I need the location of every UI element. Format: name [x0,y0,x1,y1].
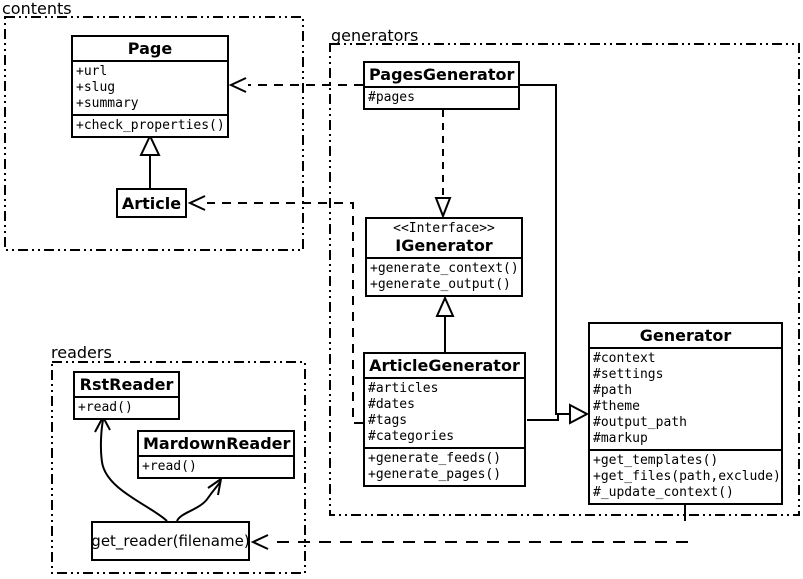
page-inheritance-triangle-icon [139,133,161,156]
igenerator-inheritance-triangle-icon [435,295,455,317]
class-title-mardownreader: MardownReader [139,432,293,457]
attribute-row: #settings [593,367,664,382]
function-box-get-reader: get_reader(filename) [91,521,250,561]
attribute-row: #theme [593,399,640,414]
class-methods-igenerator: +generate_context()+generate_output() [367,259,521,295]
attribute-row: +slug [76,80,116,95]
attribute-row: #tags [368,413,408,428]
generators-package-label: generators [331,26,419,45]
class-title-pagesgenerator: PagesGenerator [365,63,518,88]
method-row: +generate_context() [370,261,519,276]
articlegenerator-to-article-dependency-line [207,202,363,424]
getreader-dependency-arrowhead-icon [250,534,269,550]
class-title-article: Article [121,193,182,213]
attribute-row: #pages [368,90,415,105]
class-box-pagesgenerator: PagesGenerator #pages [363,61,520,110]
articlegenerator-to-generator-inheritance-line [527,414,559,421]
readers-package-label: readers [51,343,112,362]
class-title-articlegenerator: ArticleGenerator [365,354,524,379]
class-title-igenerator-name: IGenerator [395,236,493,255]
method-row: +generate_pages() [368,467,502,482]
attribute-row: #output_path [593,415,687,430]
class-methods-page: +check_properties() [73,114,227,136]
getreader-to-mardownreader-curve [176,481,221,522]
class-title-page: Page [73,37,227,62]
class-box-rstreader: RstReader +read() [73,371,180,420]
contents-package-border [4,16,304,251]
pagesgenerator-to-generator-inheritance-line [519,84,570,415]
contents-package-label: contents [2,0,72,18]
page-dependency-arrowhead-icon [228,77,247,93]
class-methods-generator: +get_templates()+get_files(path,exclude)… [590,449,781,503]
igenerator-realization-triangle-icon [434,197,452,219]
class-methods-mardownreader: +read() [139,457,293,477]
class-box-generator: Generator #context#settings#path#theme#o… [588,322,783,505]
class-attributes-page: +url+slug+summary [73,62,227,114]
attribute-row: #dates [368,397,415,412]
class-methods-rstreader: +read() [75,398,178,418]
method-row: +check_properties() [76,118,225,133]
class-attributes-generator: #context#settings#path#theme#output_path… [590,349,781,449]
class-methods-articlegenerator: +generate_feeds()+generate_pages() [365,447,524,485]
method-row: +get_files(path,exclude) [593,469,781,484]
method-row: #_update_context() [593,485,734,500]
attribute-row: #categories [368,429,455,444]
attribute-row: #context [593,351,656,366]
attribute-row: +url [76,64,108,79]
generator-inheritance-triangle-icon [569,403,590,425]
attribute-row: #articles [368,381,439,396]
interface-stereotype: <<Interface>> [393,221,495,236]
class-box-articlegenerator: ArticleGenerator #articles#dates#tags#ca… [363,352,526,487]
method-row: +read() [142,459,197,474]
class-box-article: Article [116,188,187,218]
method-row: +get_templates() [593,453,719,468]
attribute-row: #path [593,383,633,398]
generators-package-border [329,43,800,516]
class-box-mardownreader: MardownReader +read() [137,430,295,479]
class-title-igenerator: <<Interface>> IGenerator [367,219,521,259]
class-attributes-pagesgenerator: #pages [365,88,518,108]
class-attributes-articlegenerator: #articles#dates#tags#categories [365,379,524,447]
class-box-igenerator: <<Interface>> IGenerator +generate_conte… [365,217,523,297]
method-row: +read() [78,400,133,415]
attribute-row: #markup [593,431,648,446]
class-box-page: Page +url+slug+summary +check_properties… [71,35,229,138]
mardownreader-arrowhead-icon [207,476,223,496]
method-row: +generate_output() [370,277,511,292]
class-title-rstreader: RstReader [75,373,178,398]
article-dependency-arrowhead-icon [187,195,206,211]
readers-package-border [51,361,306,574]
attribute-row: +summary [76,96,139,111]
getreader-to-rstreader-curve [99,419,168,522]
method-row: +generate_feeds() [368,451,502,466]
get-reader-label: get_reader(filename) [91,532,250,550]
class-title-generator: Generator [590,324,781,349]
